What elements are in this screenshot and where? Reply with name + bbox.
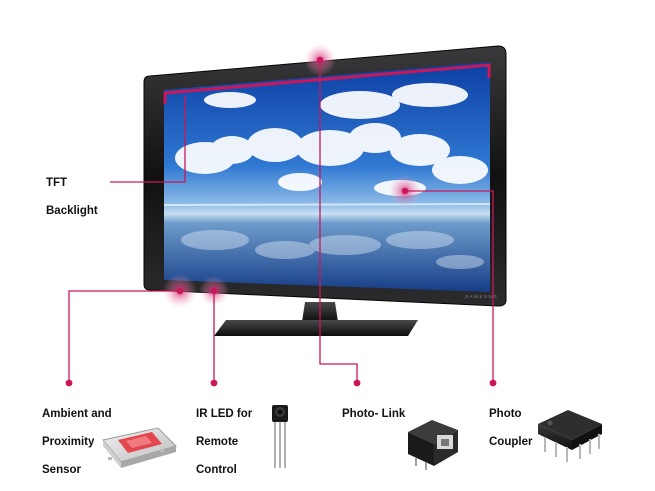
dot-photo-coupler-bottom (489, 379, 497, 387)
dot-ambient-bottom (65, 379, 73, 387)
label-photo-coupler-line-1: Photo (489, 408, 522, 420)
leader-photo-link (319, 60, 358, 383)
label-ir-led-remote: IR LED for Remote Control (196, 393, 252, 491)
photo-link-module-icon (408, 420, 458, 470)
label-photo-link: Photo- Link (342, 393, 405, 435)
label-tft-backlight: TFT Backlight (46, 162, 98, 232)
tv-screen (164, 62, 490, 292)
label-photo-link-line-1: Photo- Link (342, 408, 406, 420)
label-tft-backlight-line-1: TFT (46, 177, 68, 189)
leader-tft-backlight (110, 96, 186, 183)
label-photo-coupler: Photo Coupler (489, 393, 532, 463)
screen-clouds (175, 83, 488, 196)
dot-ambient-top (176, 287, 184, 295)
leader-photo-coupler (405, 190, 494, 383)
leader-lines (68, 60, 494, 383)
leader-ambient-sensor (68, 290, 180, 383)
television: SAMSUNG (143, 45, 507, 336)
screen-reflections (181, 230, 484, 269)
dip-ic-icon (538, 410, 602, 462)
sensor-chip-icon (102, 427, 177, 468)
tv-brand-logo: SAMSUNG (465, 294, 498, 299)
dot-ir-led-top (210, 287, 218, 295)
dot-photo-link-bottom (353, 379, 361, 387)
label-ambient-line-2: Proximity (42, 436, 95, 448)
horizon (163, 203, 491, 206)
dot-photo-coupler-top (401, 187, 409, 195)
label-ir-led-line-2: Remote (196, 436, 239, 448)
leader-dots (65, 56, 497, 387)
dot-ir-led-bottom (210, 379, 218, 387)
label-ir-led-line-1: IR LED for (196, 408, 253, 420)
label-ir-led-line-3: Control (196, 464, 237, 476)
label-tft-backlight-line-2: Backlight (46, 205, 98, 217)
label-ambient-line-3: Sensor (42, 464, 81, 476)
label-ambient-proximity-sensor: Ambient and Proximity Sensor (42, 393, 112, 491)
label-ambient-line-1: Ambient and (42, 408, 112, 420)
ir-led-icon (272, 405, 288, 468)
label-photo-coupler-line-2: Coupler (489, 436, 533, 448)
backlight-frame (163, 63, 491, 104)
diagram-canvas: SAMSUNG (65, 44, 602, 470)
dot-photo-link-top (316, 56, 324, 64)
tv-stand-base (214, 320, 418, 336)
